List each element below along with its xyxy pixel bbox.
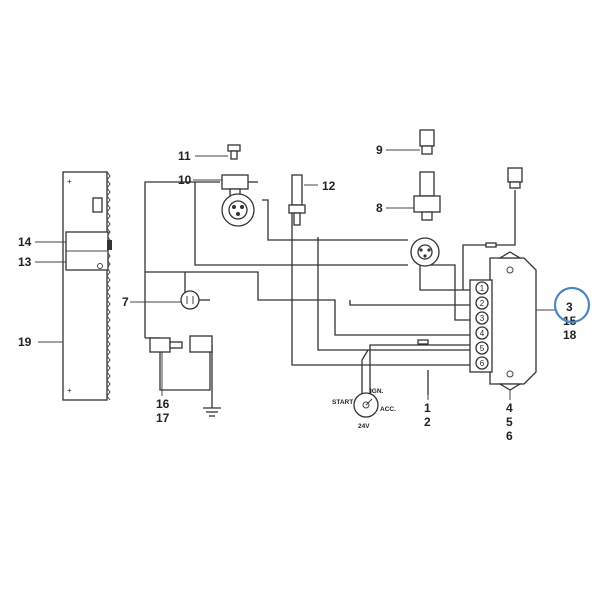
switch-assembly	[413, 129, 441, 221]
callout-6: 6	[506, 429, 513, 443]
callout-5: 5	[506, 415, 513, 429]
callout-3: 3	[566, 300, 573, 314]
module-pin-5	[475, 341, 489, 355]
module-pin-6	[475, 356, 489, 370]
callout-labels: 11 10 12 9 8 14 13 19 7 16 17 1 2 4 5 6 …	[18, 143, 577, 443]
callout-19: 19	[18, 335, 32, 349]
module-pin-4	[475, 326, 489, 340]
module-pin-2	[475, 296, 489, 310]
callout-10: 10	[178, 173, 192, 187]
svg-text:+: +	[67, 177, 72, 186]
sender-unit	[149, 335, 213, 353]
connector-plug	[485, 167, 523, 248]
module-pin-6-label: 6	[480, 359, 485, 368]
callout-1: 1	[424, 401, 431, 415]
highlight-ring	[553, 286, 591, 324]
control-module: 1 2 3 4 5 6	[469, 251, 537, 391]
wiring	[144, 175, 516, 405]
callout-16: 16	[156, 397, 170, 411]
gauge	[180, 290, 200, 310]
callout-12: 12	[322, 179, 336, 193]
svg-text:+: +	[67, 386, 72, 395]
control-panel: + +	[62, 171, 112, 401]
callout-8: 8	[376, 201, 383, 215]
module-pin-1	[475, 281, 489, 295]
module-pin-3-label: 3	[480, 314, 485, 323]
callout-leaders	[35, 149, 555, 400]
module-pins: 1 2 3 4 5 6	[475, 281, 489, 370]
switch-start-label: START	[332, 399, 353, 406]
round-connector	[410, 237, 440, 267]
callout-2: 2	[424, 415, 431, 429]
switch-ign-label: IGN.	[370, 388, 384, 395]
callout-11: 11	[178, 149, 191, 163]
callout-4: 4	[506, 401, 513, 415]
glow-plug	[288, 174, 306, 226]
relay	[221, 144, 255, 227]
callout-17: 17	[156, 411, 170, 425]
ground-symbol	[203, 405, 221, 417]
module-pin-3	[475, 311, 489, 325]
callout-18: 18	[563, 328, 577, 342]
switch-acc-label: ACC.	[380, 406, 396, 413]
module-pin-4-label: 4	[480, 329, 485, 338]
callout-9: 9	[376, 143, 383, 157]
callout-7: 7	[122, 295, 129, 309]
switch-voltage-label: 24V	[358, 423, 370, 430]
callout-14: 14	[18, 235, 32, 249]
module-pin-5-label: 5	[480, 344, 485, 353]
module-pin-2-label: 2	[480, 299, 485, 308]
callout-13: 13	[18, 255, 32, 269]
ignition-switch: START IGN. ACC. 24V	[332, 388, 396, 430]
module-pin-1-label: 1	[480, 284, 485, 293]
